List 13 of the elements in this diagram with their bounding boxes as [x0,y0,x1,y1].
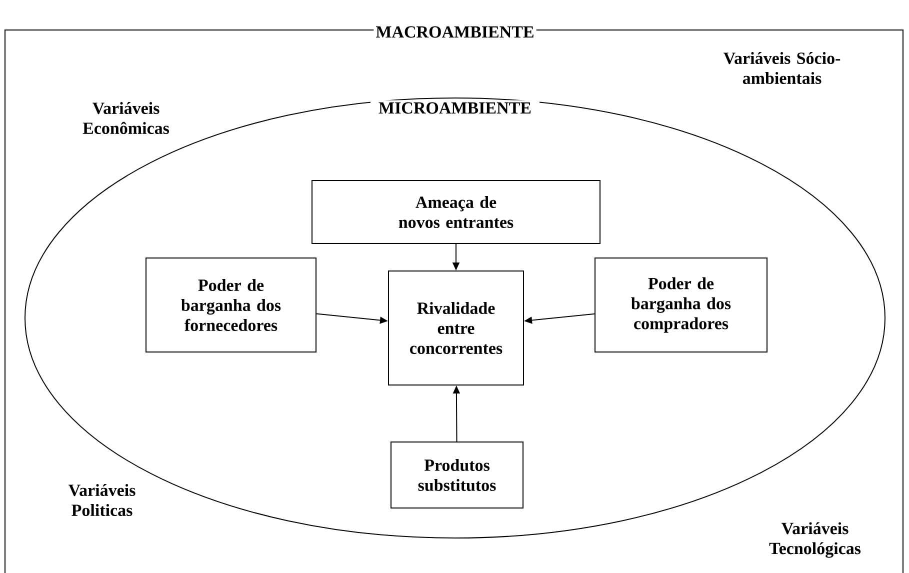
label: Variáveis Tecnológicas [769,522,861,558]
process-box: Rivalidade entre concorrentes [388,270,524,386]
heading: MICROAMBIENTE [370,100,540,116]
process-box: Poder de barganha dos compradores [594,258,768,352]
process-box: Ameaça de novos entrantes [312,180,600,244]
process-box: Poder de barganha dos fornecedores [146,258,316,352]
label: Variáveis Politicas [68,484,136,516]
label: Variáveis Sócio-ambientais [724,52,840,84]
node-label: MACROAMBIENTE [376,26,534,38]
heading: MACROAMBIENTE [374,24,536,40]
label: Variáveis Econômicas [82,102,170,134]
ellipse [24,98,886,538]
process-box: Produtos substitutos [390,442,524,508]
